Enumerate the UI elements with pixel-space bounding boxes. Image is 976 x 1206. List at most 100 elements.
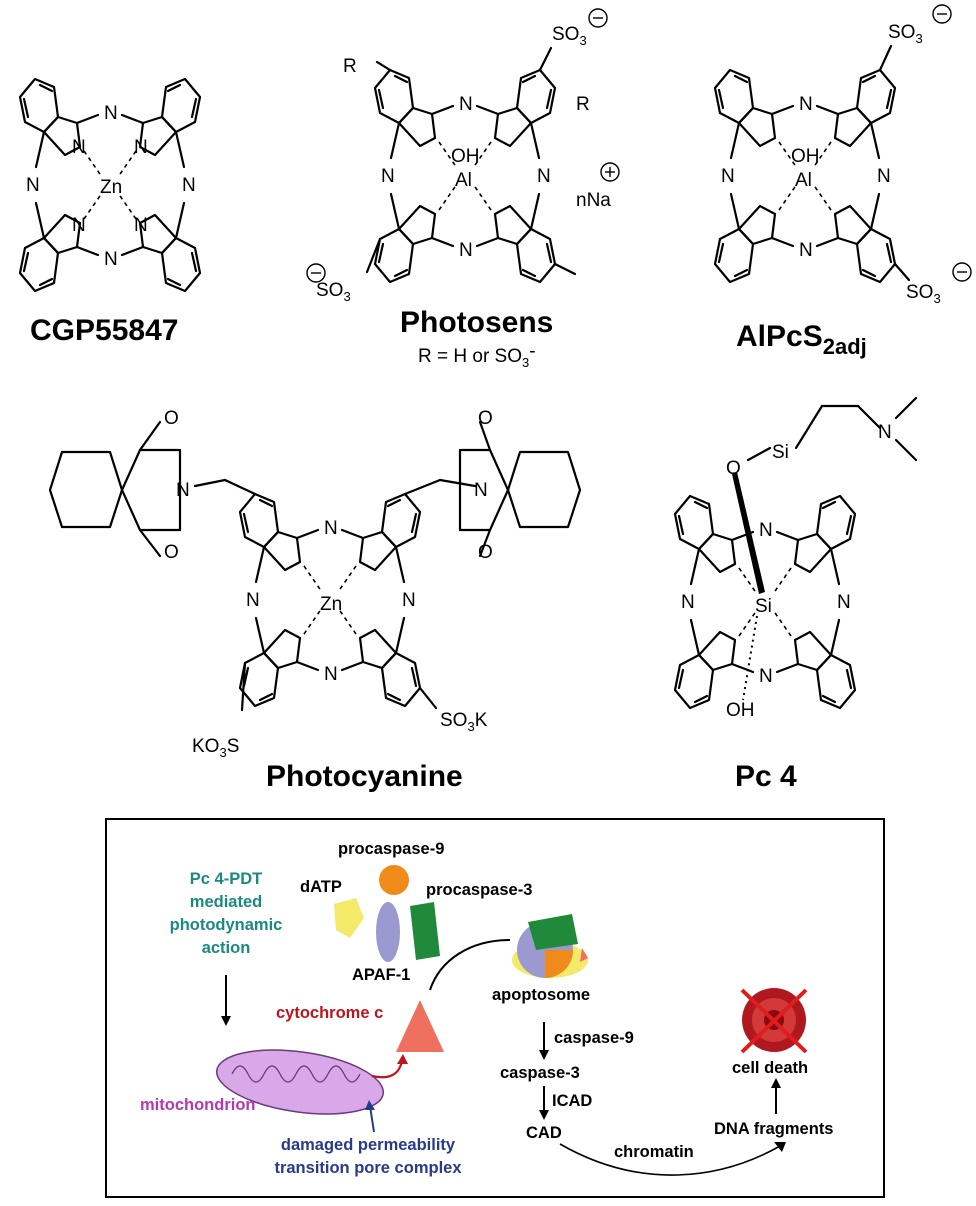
phthalimide-left	[48, 420, 227, 558]
n-atom-label: N	[246, 590, 260, 611]
anion-charge-icon	[952, 262, 972, 282]
n-atom-label: N	[134, 215, 148, 236]
n-atom-label: N	[537, 166, 551, 187]
cytochrome-c-label: cytochrome c	[276, 1004, 383, 1022]
mitochondrion-label: mitochondrion	[140, 1096, 255, 1114]
n-atom-label: N	[799, 240, 813, 261]
metal-zn-label: Zn	[100, 177, 122, 198]
compound-name-cgp55847: CGP55847	[30, 314, 178, 347]
structure-alpcs2adj: Al OH N N N N	[713, 44, 911, 284]
damaged-pore-line1: damaged permeability	[281, 1136, 456, 1154]
dead-cell-icon	[740, 988, 808, 1054]
compound-name-alpcs2adj: AlPcS2adj	[736, 320, 867, 359]
axial-si-label: Si	[772, 442, 789, 463]
n-atom-label: N	[182, 175, 196, 196]
cell-death-label: cell death	[732, 1059, 808, 1077]
arrowhead-icon	[539, 1050, 549, 1060]
sulfonate-k-label: KO3S	[192, 736, 239, 760]
imide-n-label: N	[176, 480, 190, 501]
mitochondrion-icon	[215, 1049, 385, 1115]
sulfonate-label: SO3	[316, 280, 351, 304]
apaf1-label: APAF-1	[352, 966, 410, 984]
pdt-action-line2: mediated	[190, 893, 262, 911]
structure-pc4: Si N N N N	[673, 472, 857, 710]
n-atom-label: N	[26, 175, 40, 196]
n-atom-label: N	[104, 103, 118, 124]
carbonyl-o-label: O	[478, 408, 493, 429]
procaspase9-label: procaspase-9	[338, 840, 444, 858]
compound-name-photosens: Photosens	[400, 306, 553, 339]
pdt-action-line3: photodynamic	[170, 916, 283, 934]
carbonyl-o-label: O	[478, 542, 493, 563]
pdt-action-line1: Pc 4-PDT	[190, 870, 262, 888]
n-atom-label: N	[324, 518, 338, 539]
n-atom-label: N	[459, 240, 473, 261]
axial-oh-label: OH	[451, 146, 480, 167]
r-definition-note: R = H or SO3-	[418, 341, 536, 370]
cation-charge-icon	[600, 162, 620, 182]
anion-charge-icon	[932, 4, 952, 24]
arrowhead-icon	[771, 1078, 781, 1088]
arrowhead-icon	[397, 1054, 408, 1064]
arrowhead-icon	[365, 1100, 375, 1110]
hash-bond-icon	[742, 615, 758, 701]
arrowhead-icon	[539, 1110, 549, 1120]
phthalimide-right	[438, 420, 582, 558]
n-atom-label: N	[759, 520, 773, 541]
metal-si-label: Si	[755, 596, 772, 617]
apaf1-ellipse-icon	[376, 902, 400, 962]
n-atom-label: N	[837, 592, 851, 613]
n-atom-label: N	[381, 166, 395, 187]
sulfonate-label: SO3	[888, 22, 923, 46]
sulfonate-label: SO3	[552, 24, 587, 48]
amine-n-label: N	[878, 422, 892, 443]
structure-cgp55847: Zn N N N N N N N N	[18, 77, 202, 293]
n-atom-label: N	[759, 666, 773, 687]
assembly-curve	[429, 939, 511, 991]
axial-oh-label: OH	[726, 700, 755, 721]
datp-shape-icon	[334, 898, 364, 938]
n-atom-label: N	[459, 94, 473, 115]
apoptosome-label: apoptosome	[492, 986, 590, 1004]
wedge-bond-icon	[732, 472, 765, 594]
damaged-pore-line2: transition pore complex	[274, 1159, 462, 1177]
n-atom-label: N	[877, 166, 891, 187]
metal-al-label: Al	[455, 170, 472, 191]
n-atom-label: N	[681, 592, 695, 613]
r-group-label: R	[576, 94, 590, 115]
carbonyl-o-label: O	[164, 542, 179, 563]
icad-label: ICAD	[552, 1092, 592, 1110]
counter-ion-label: nNa	[576, 190, 611, 211]
n-atom-label: N	[721, 166, 735, 187]
sulfonate-k-label: SO3K	[440, 710, 488, 734]
n-atom-label: N	[134, 137, 148, 158]
anion-charge-icon	[306, 263, 326, 283]
metal-al-label: Al	[795, 170, 812, 191]
n-atom-label: N	[72, 137, 86, 158]
procaspase3-label: procaspase-3	[426, 881, 532, 899]
release-arrow	[371, 1059, 404, 1079]
cad-label: CAD	[526, 1124, 562, 1142]
caspase3-label: caspase-3	[500, 1064, 580, 1082]
chromatin-label: chromatin	[614, 1143, 694, 1161]
datp-label: dATP	[300, 878, 342, 896]
caspase9-label: caspase-9	[554, 1029, 634, 1047]
n-atom-label: N	[324, 664, 338, 685]
metal-zn-label: Zn	[320, 594, 342, 615]
n-atom-label: N	[799, 94, 813, 115]
chromatin-curve	[559, 1143, 781, 1176]
anion-charge-icon	[588, 8, 608, 28]
n-atom-label: N	[72, 215, 86, 236]
axial-o-label: O	[726, 458, 741, 479]
r-group-label: R	[343, 56, 357, 77]
n-atom-label: N	[104, 249, 118, 270]
dna-fragments-label: DNA fragments	[714, 1120, 834, 1138]
structure-photocyanine: Zn N N N N	[223, 478, 442, 712]
arrowhead-icon	[221, 1016, 231, 1026]
pathway-box	[105, 818, 885, 1198]
n-atom-label: N	[402, 590, 416, 611]
pdt-action-line4: action	[202, 939, 251, 957]
compound-name-photocyanine: Photocyanine	[266, 760, 463, 793]
pc4-axial-chain	[746, 396, 918, 462]
